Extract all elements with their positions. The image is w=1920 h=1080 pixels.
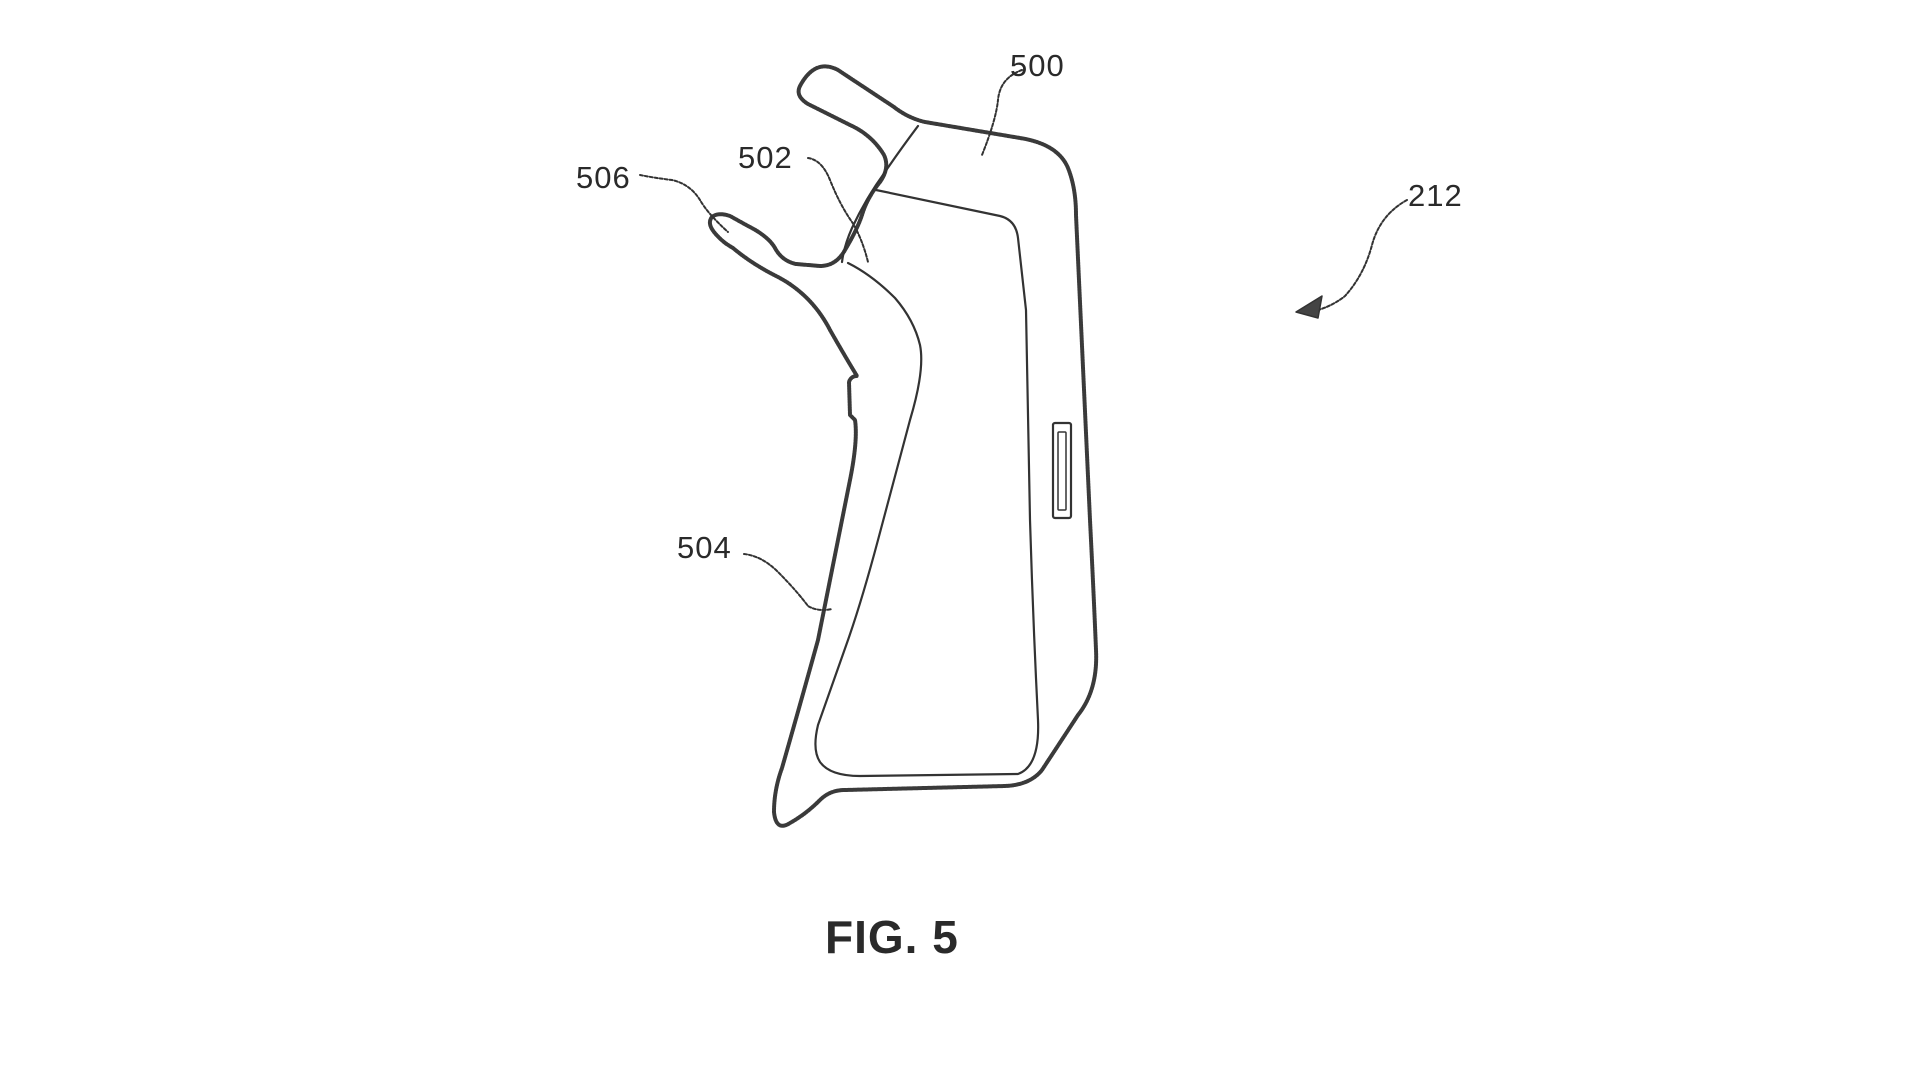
upper-tab-fold-line [840,124,920,264]
inner-panel-line [814,188,1040,778]
side-slot-outer [1051,421,1073,520]
ref-label-506: 506 [576,160,631,195]
ref-label-500: 500 [1010,48,1065,83]
leader-502 [807,157,869,263]
ref-label-504: 504 [677,530,732,565]
ref-label-502: 502 [738,140,793,175]
side-slot-inner [1057,431,1067,511]
ref-label-212: 212 [1408,178,1463,213]
figure-caption: FIG. 5 [825,911,959,963]
arrowhead-212 [1295,295,1323,319]
leader-506 [639,174,729,233]
leader-504 [743,553,833,611]
leader-212 [1309,199,1408,313]
leader-500 [981,69,1023,156]
